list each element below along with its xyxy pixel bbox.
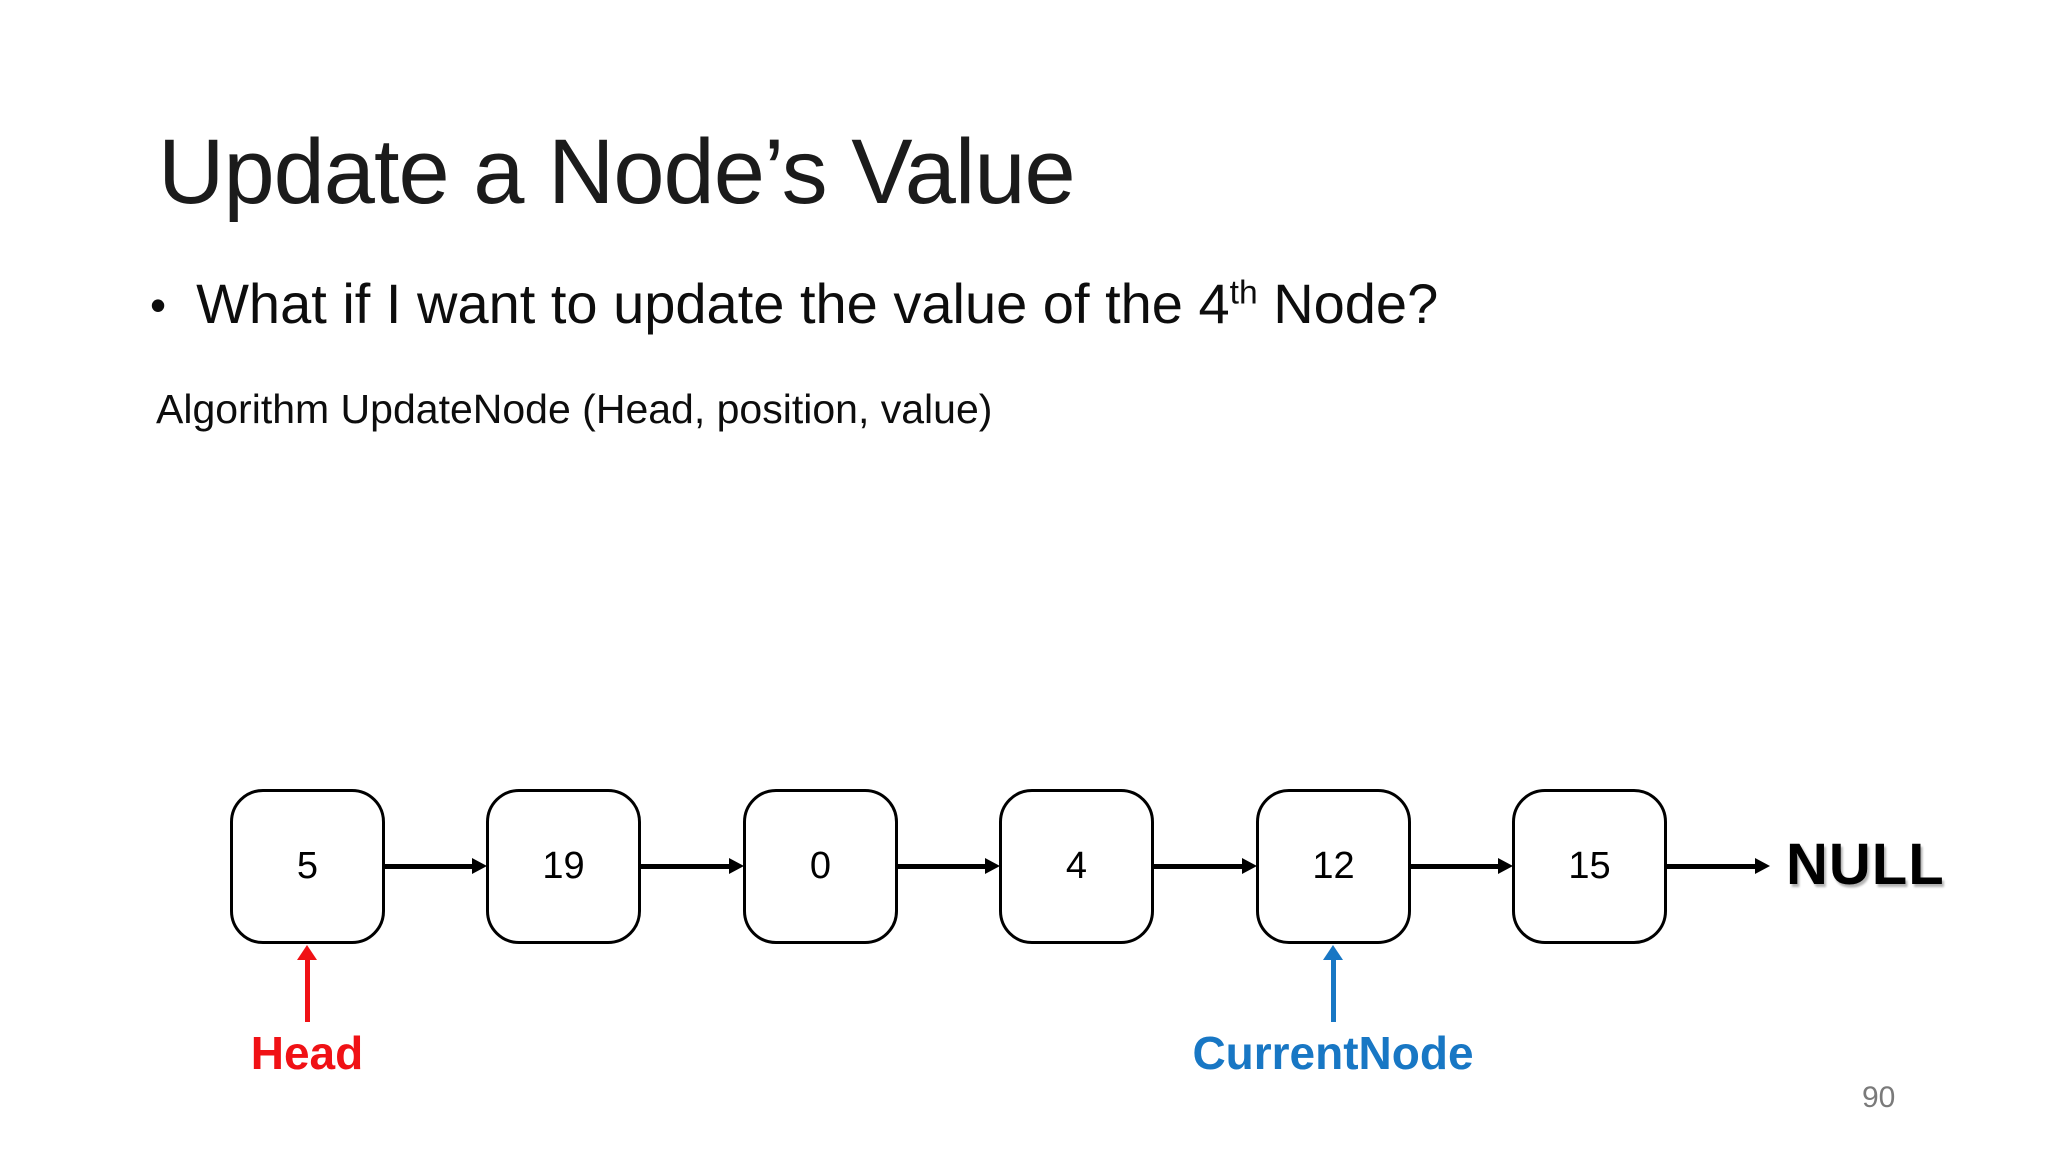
bullet-text: What if I want to update the value of th… <box>196 272 1438 335</box>
arrow-right-icon <box>384 864 472 869</box>
page-number: 90 <box>1862 1081 1896 1114</box>
bullet-superscript: th <box>1229 274 1258 312</box>
bullet-text-after: Node? <box>1257 272 1439 335</box>
currentnode-label: CurrentNode <box>1192 1027 1474 1079</box>
node-box-1: 5 <box>230 789 385 944</box>
arrow-right-icon <box>640 864 729 869</box>
bullet-text-before: What if I want to update the value of th… <box>196 272 1230 335</box>
node-value: 5 <box>296 845 319 887</box>
node-box-3: 0 <box>743 789 898 944</box>
bullet-marker: • <box>150 279 167 331</box>
algorithm-text: Algorithm UpdateNode (Head, position, va… <box>156 386 993 432</box>
arrow-right-icon <box>1666 864 1755 869</box>
arrow-right-icon <box>897 864 985 869</box>
head-label: Head <box>250 1027 364 1079</box>
node-value: 0 <box>809 845 832 887</box>
arrow-right-icon <box>1498 858 1513 874</box>
node-value: 15 <box>1568 845 1611 887</box>
node-box-4: 4 <box>999 789 1154 944</box>
bullet-item: •What if I want to update the value of t… <box>150 276 1438 332</box>
node-box-6: 15 <box>1512 789 1667 944</box>
arrow-right-icon <box>1410 864 1498 869</box>
arrow-right-icon <box>1153 864 1242 869</box>
node-value: 4 <box>1065 845 1088 887</box>
node-box-2: 19 <box>486 789 641 944</box>
node-value: 19 <box>542 845 585 887</box>
head-arrow-up-icon <box>297 945 317 960</box>
head-arrow-up-icon <box>305 957 310 1022</box>
slide-title: Update a Node’s Value <box>158 121 1076 223</box>
arrow-right-icon <box>985 858 1000 874</box>
arrow-right-icon <box>472 858 487 874</box>
node-value: 12 <box>1312 845 1355 887</box>
node-box-5: 12 <box>1256 789 1411 944</box>
currentnode-arrow-up-icon <box>1323 945 1343 960</box>
null-label: NULL <box>1786 832 1945 897</box>
arrow-right-icon <box>1242 858 1257 874</box>
arrow-right-icon <box>729 858 744 874</box>
currentnode-arrow-up-icon <box>1331 957 1336 1022</box>
arrow-right-icon <box>1755 858 1770 874</box>
